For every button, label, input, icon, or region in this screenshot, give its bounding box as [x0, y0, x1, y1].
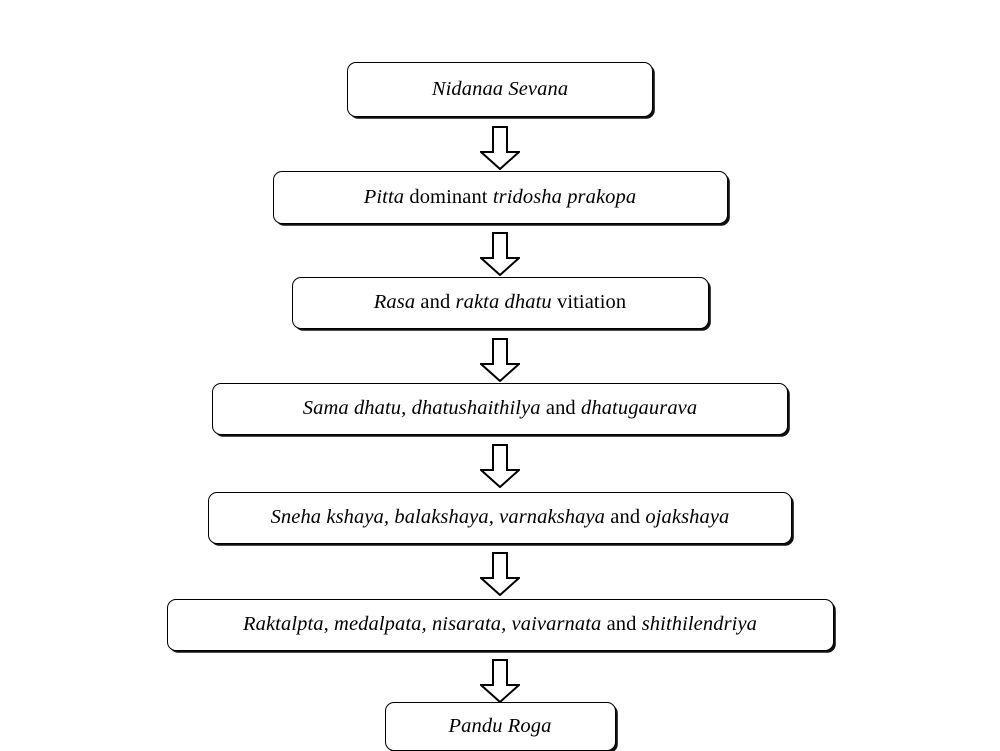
- node-nidanaa-sevana[interactable]: Nidanaa Sevana: [347, 62, 653, 117]
- node-sama-dhatu-dhatushaithilya-dhatugaurava[interactable]: Sama dhatu, dhatushaithilya and dhatugau…: [212, 383, 788, 435]
- node-3-segment-2: rakta dhatu: [455, 291, 557, 314]
- connector-arrow-5: [0, 552, 1000, 596]
- node-label-7: Pandu Roga: [449, 715, 552, 739]
- connector-arrow-1: [0, 126, 1000, 170]
- node-6-segment-2: shithilendriya: [641, 613, 757, 636]
- node-3-segment-0: Rasa: [373, 291, 421, 314]
- node-sneha-kshaya-balakshaya-varnakshaya-ojakshaya[interactable]: Sneha kshaya, balakshaya, varnakshaya an…: [208, 492, 792, 544]
- connector-arrow-4: [0, 444, 1000, 488]
- connector-arrow-2: [0, 232, 1000, 276]
- node-3-segment-1: and: [420, 291, 456, 314]
- node-1-segment-0: Nidanaa Sevana: [431, 77, 569, 100]
- node-6-segment-0: Raktalpta, medalpata, nisarata, vaivarna…: [243, 613, 607, 636]
- block-down-arrow-icon: [480, 444, 520, 488]
- node-4-segment-0: Sama dhatu, dhatushaithilya: [302, 397, 546, 420]
- node-4-segment-1: and: [545, 397, 581, 420]
- flow-row-1: Nidanaa Sevana: [0, 62, 1000, 117]
- block-down-arrow-icon: [480, 659, 520, 703]
- node-label-6: Raktalpta, medalpata, nisarata, vaivarna…: [243, 613, 757, 637]
- node-6-segment-1: and: [606, 613, 642, 636]
- node-pitta-dominant-tridosha-prakopa[interactable]: Pitta dominant tridosha prakopa: [272, 171, 728, 224]
- block-down-arrow-icon: [480, 552, 520, 596]
- node-label-3: Rasa and rakta dhatu vitiation: [374, 291, 626, 315]
- block-down-arrow-icon: [480, 338, 520, 382]
- flow-row-7: Pandu Roga: [0, 702, 1000, 751]
- node-3-segment-3: vitiation: [556, 291, 627, 314]
- node-7-segment-0: Pandu Roga: [448, 714, 552, 737]
- flow-row-6: Raktalpta, medalpata, nisarata, vaivarna…: [0, 599, 1000, 651]
- node-4-segment-2: dhatugaurava: [581, 397, 698, 420]
- node-label-5: Sneha kshaya, balakshaya, varnakshaya an…: [271, 506, 730, 530]
- node-2-segment-0: Pitta: [363, 185, 410, 208]
- connector-arrow-6: [0, 659, 1000, 703]
- block-down-arrow-icon: [480, 126, 520, 170]
- flow-row-4: Sama dhatu, dhatushaithilya and dhatugau…: [0, 383, 1000, 435]
- node-2-segment-2: tridosha prakopa: [492, 185, 637, 208]
- node-5-segment-1: and: [610, 506, 646, 529]
- flow-row-3: Rasa and rakta dhatu vitiation: [0, 277, 1000, 329]
- node-rasa-and-rakta-dhatu-vitiation[interactable]: Rasa and rakta dhatu vitiation: [291, 277, 709, 329]
- node-5-segment-2: ojakshaya: [645, 506, 730, 529]
- node-5-segment-0: Sneha kshaya, balakshaya, varnakshaya: [270, 506, 611, 529]
- node-label-1: Nidanaa Sevana: [432, 78, 568, 102]
- node-raktalpta-medalpata-nisarata-vaivarnata-shithilendriya[interactable]: Raktalpta, medalpata, nisarata, vaivarna…: [166, 599, 834, 651]
- flow-row-5: Sneha kshaya, balakshaya, varnakshaya an…: [0, 492, 1000, 544]
- connector-arrow-3: [0, 338, 1000, 382]
- node-label-4: Sama dhatu, dhatushaithilya and dhatugau…: [303, 397, 697, 421]
- flow-row-2: Pitta dominant tridosha prakopa: [0, 171, 1000, 224]
- node-2-segment-1: dominant: [409, 185, 493, 208]
- node-label-2: Pitta dominant tridosha prakopa: [364, 186, 636, 210]
- node-pandu-roga[interactable]: Pandu Roga: [384, 702, 616, 751]
- block-down-arrow-icon: [480, 232, 520, 276]
